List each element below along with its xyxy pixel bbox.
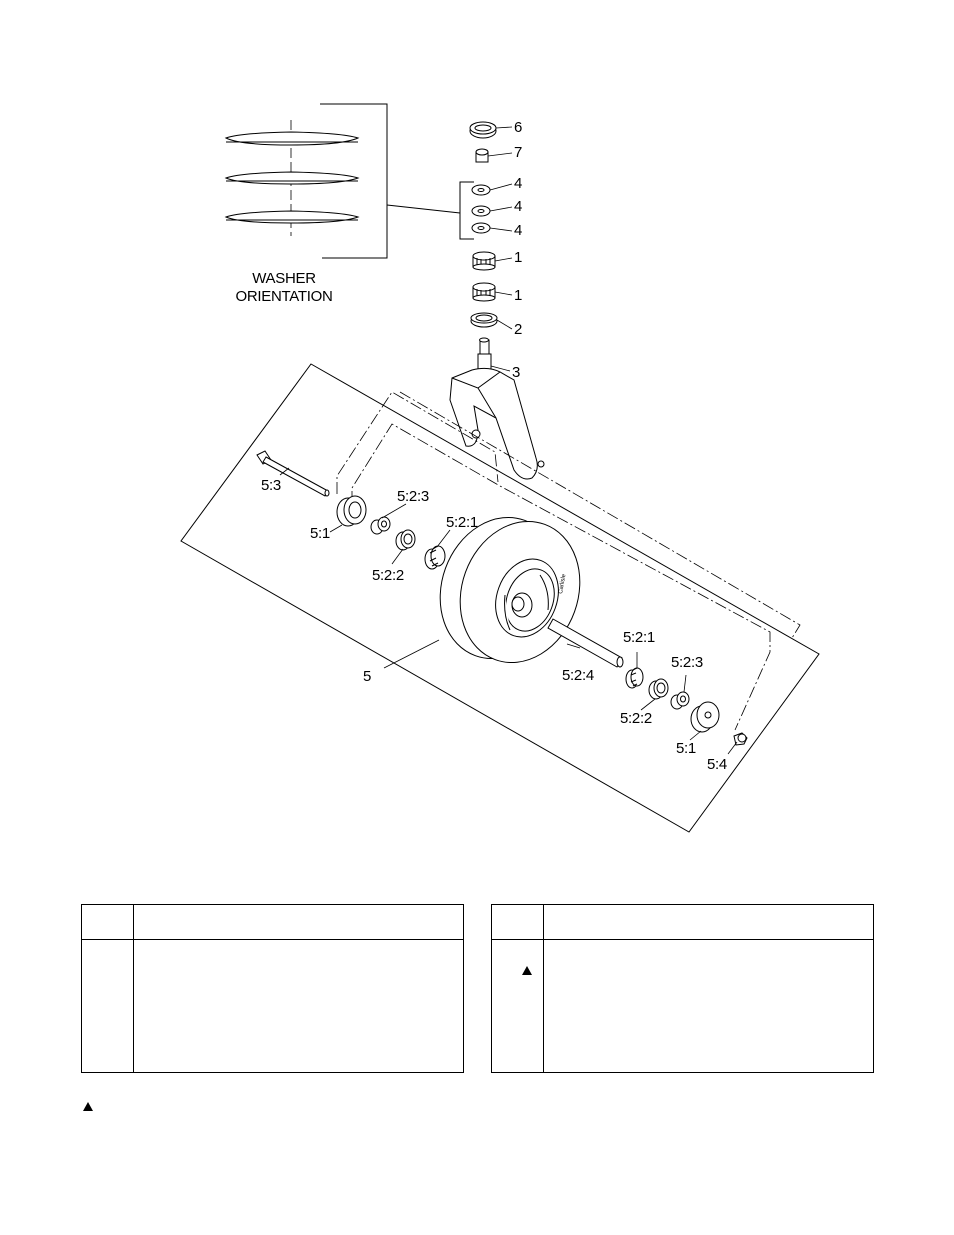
bushing-part-5-2-3-right — [670, 691, 690, 710]
seal-part-5-2-2-right — [648, 678, 669, 700]
washer-profile-1 — [224, 131, 360, 146]
washer-orientation-title-line1: WASHER — [252, 270, 316, 287]
callout-5-2-3-right: 5:2:3 — [671, 654, 703, 671]
wheel-tire: Carlisle — [439, 516, 581, 664]
callout-5-1-left: 5:1 — [310, 525, 330, 542]
spacer-part-5-1-right — [690, 701, 720, 733]
washer-part-4b — [471, 205, 491, 217]
left-wheel-parts — [336, 495, 446, 570]
callout-4c: 4 — [514, 222, 522, 239]
spindle-stack — [449, 121, 545, 480]
callout-5-3: 5:3 — [261, 477, 281, 494]
callout-4b: 4 — [514, 198, 522, 215]
callout-leaders-top — [487, 126, 513, 372]
right-wheel-parts — [625, 667, 748, 746]
callout-1b: 1 — [514, 287, 522, 304]
callout-leaders-wheel — [279, 467, 738, 755]
parts-table-right-column-divider — [543, 905, 544, 1072]
washer-part-4c — [471, 222, 491, 234]
seal-part-5-2-2-left — [395, 529, 416, 551]
callout-5-2-4: 5:2:4 — [562, 667, 594, 684]
nut-part-7 — [475, 148, 489, 163]
parts-table-left-header — [82, 905, 463, 940]
dust-cap-part-6 — [469, 121, 497, 139]
callout-7: 7 — [514, 144, 522, 161]
callout-1a: 1 — [514, 249, 522, 266]
parts-table-right-header — [492, 905, 873, 940]
bearing-part-1b — [472, 282, 496, 302]
callout-4a: 4 — [514, 175, 522, 192]
washer-part-4a — [471, 184, 491, 196]
bearing-part-5-2-1-right — [625, 667, 644, 689]
spacer-part-5-1-left — [336, 495, 367, 527]
parts-table-right — [491, 904, 874, 1073]
washer-profile-3 — [224, 210, 360, 224]
wheel-assembly-boundary — [180, 363, 820, 833]
tire-brand-text: Carlisle — [558, 573, 567, 594]
washer-orientation-inset — [224, 103, 461, 259]
callout-5: 5 — [363, 668, 371, 685]
washer-orientation-title-line2: ORIENTATION — [236, 288, 333, 305]
parts-table-left — [81, 904, 464, 1073]
parts-table-left-column-divider — [133, 905, 134, 1072]
bushing-part-5-2-3-left — [370, 516, 391, 535]
callout-6: 6 — [514, 119, 522, 136]
callout-5-2-1-right: 5:2:1 — [623, 629, 655, 646]
callout-5-2-2-right: 5:2:2 — [620, 710, 652, 727]
bearing-part-5-2-1-left — [424, 545, 446, 570]
triangle-icon — [522, 966, 532, 975]
washer-profile-2 — [224, 171, 360, 185]
callout-5-2-3-left: 5:2:3 — [397, 488, 429, 505]
axle-tube-part-5-2-4 — [547, 618, 624, 668]
callout-5-4: 5:4 — [707, 756, 727, 773]
axle-bolt-part-5-3 — [256, 450, 330, 497]
bearing-part-1a — [472, 251, 496, 271]
callout-5-1-right: 5:1 — [676, 740, 696, 757]
washer-group-bracket — [459, 181, 474, 240]
callout-5-2-1-left: 5:2:1 — [446, 514, 478, 531]
assembly-center-lines — [336, 391, 801, 731]
caster-fork-part-3 — [449, 337, 545, 480]
callout-2: 2 — [514, 321, 522, 338]
callout-3: 3 — [512, 364, 520, 381]
nut-part-5-4 — [733, 732, 748, 746]
footnote-triangle-icon — [83, 1102, 93, 1111]
seal-part-2 — [470, 312, 498, 328]
callout-5-2-2-left: 5:2:2 — [372, 567, 404, 584]
